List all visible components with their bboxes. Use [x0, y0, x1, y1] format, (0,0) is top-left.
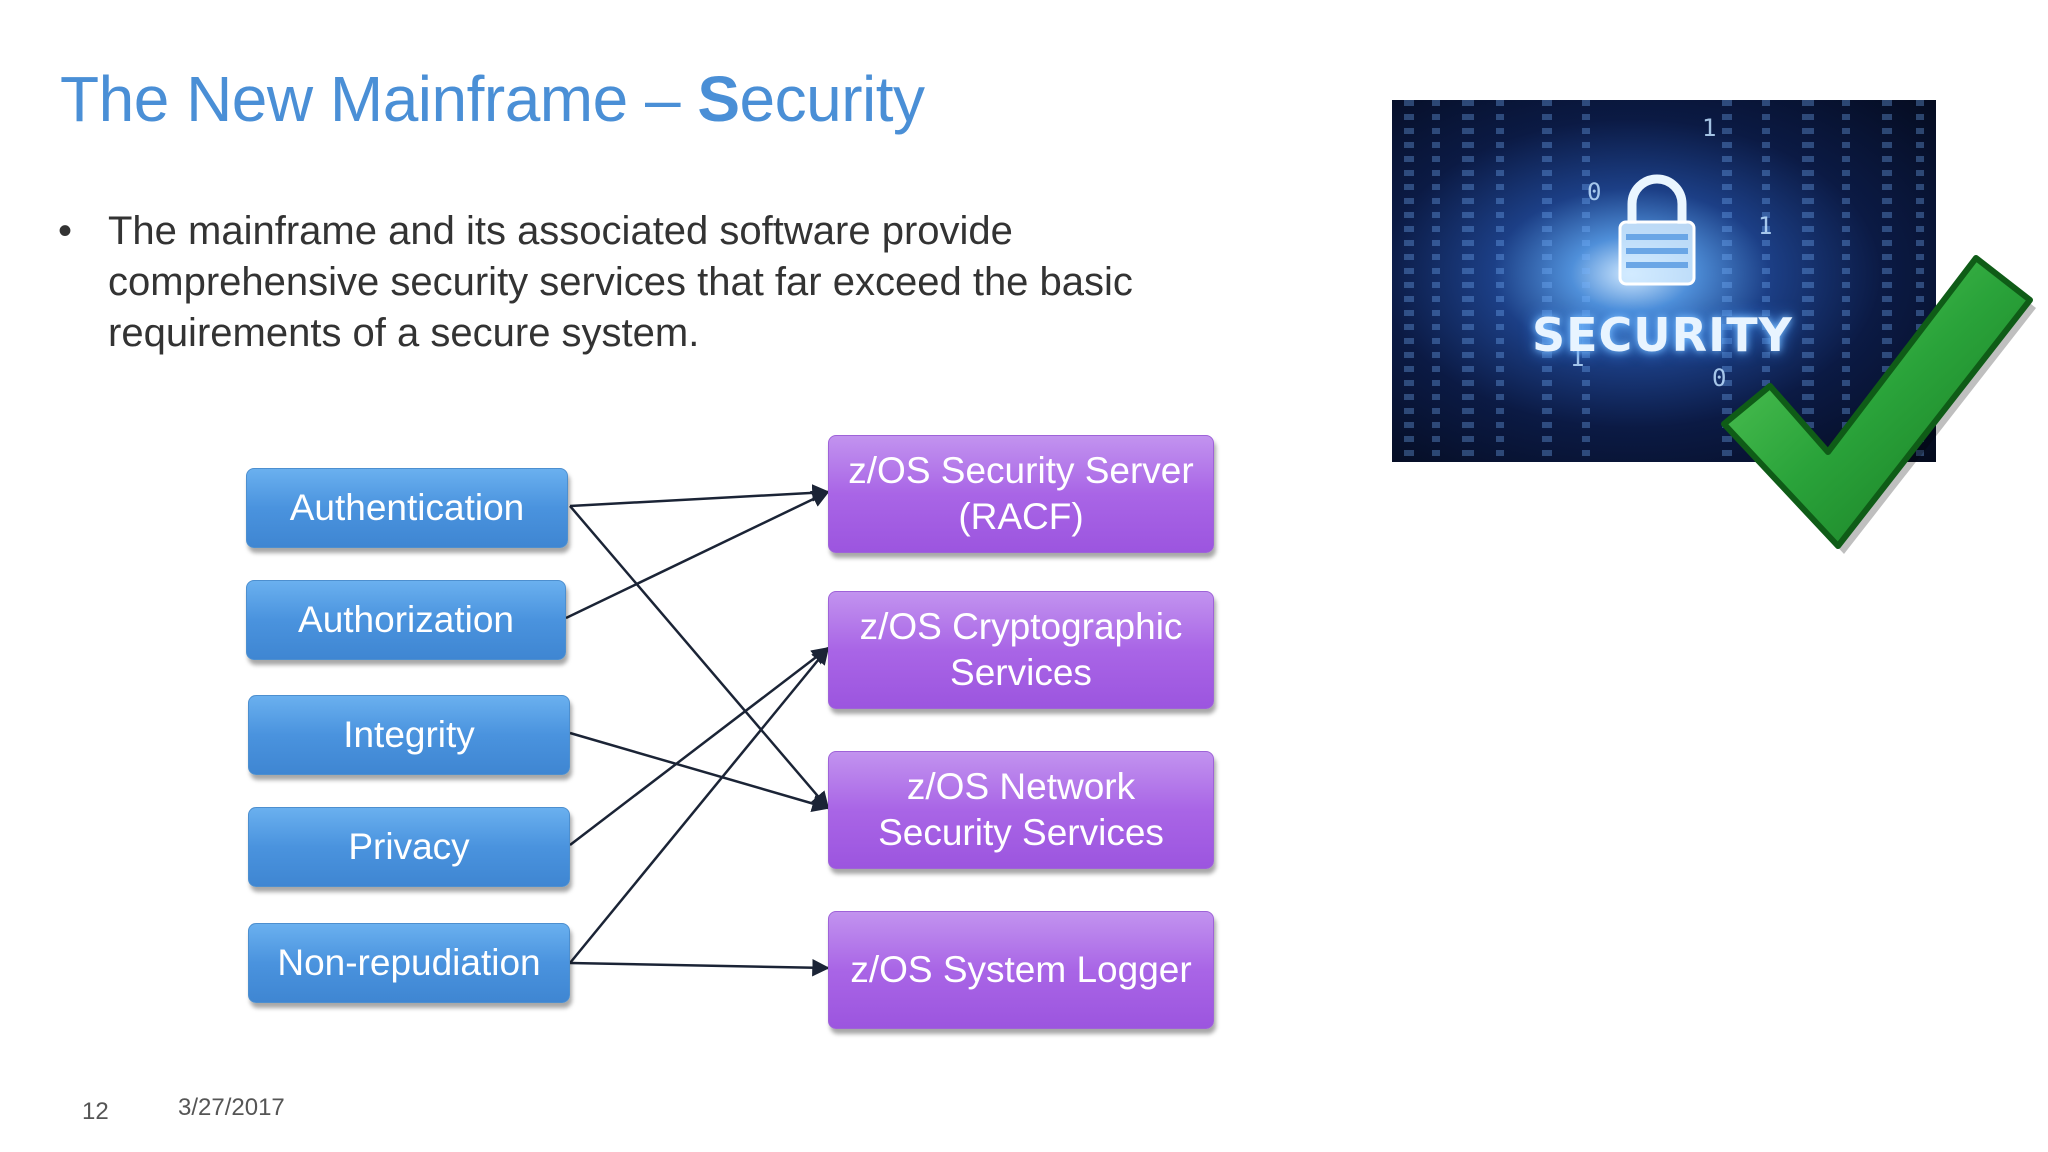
binary-digit: 1	[1570, 344, 1585, 372]
requirement-privacy: Privacy	[248, 807, 570, 887]
requirement-authentication: Authentication	[246, 468, 568, 548]
connection-arrow	[569, 731, 830, 813]
security-label: SECURITY	[1532, 308, 1793, 362]
binary-digit: 0	[1587, 178, 1602, 206]
requirement-integrity: Integrity	[248, 695, 570, 775]
padlock-icon	[1618, 174, 1696, 286]
connection-arrow	[565, 490, 830, 620]
requirement-authorization: Authorization	[246, 580, 566, 660]
page-number: 12	[82, 1098, 109, 1125]
bullet-marker: •	[58, 209, 73, 253]
binary-digit: 1	[1702, 114, 1717, 142]
checkmark-icon	[1721, 255, 2036, 554]
binary-digit: 0	[1712, 364, 1727, 392]
binary-digit: 1	[1758, 212, 1773, 240]
connection-arrow	[569, 484, 830, 508]
connection-arrow	[569, 646, 830, 964]
service-network-security-services: z/OS Network Security Services	[828, 751, 1214, 869]
security-image: 0 1 1 0 1 SECURITY	[1392, 100, 1936, 462]
slide-date: 3/27/2017	[178, 1094, 285, 1121]
requirement-non-repudiation: Non-repudiation	[248, 923, 570, 1003]
service-security-server-racf: z/OS Security Server (RACF)	[828, 435, 1214, 553]
service-cryptographic-services: z/OS Cryptographic Services	[828, 591, 1214, 709]
connection-arrow	[569, 505, 830, 810]
slide-title: The New Mainframe – Security	[60, 63, 925, 135]
connection-arrow	[569, 646, 830, 846]
connection-arrow	[569, 958, 830, 977]
bullet-text: The mainframe and its associated softwar…	[108, 209, 1133, 355]
service-system-logger: z/OS System Logger	[828, 911, 1214, 1029]
